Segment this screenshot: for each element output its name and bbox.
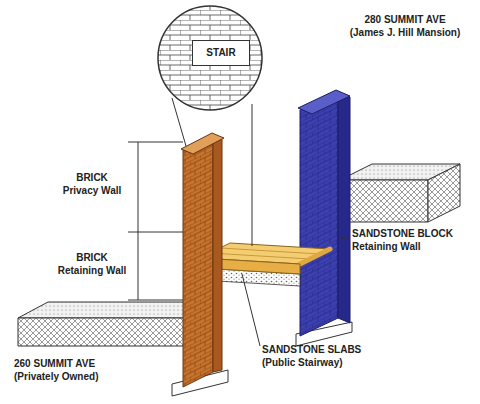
stair-curb: [300, 249, 330, 264]
part-label: Privacy Wall: [63, 185, 122, 197]
sandstone-wall-cap: [298, 90, 350, 114]
brick-wall-cap: [181, 133, 224, 154]
material-label: BRICK: [76, 172, 108, 184]
part-note: (Public Stairway): [262, 357, 343, 369]
brick-wall: [183, 135, 213, 387]
callout-box: STAIR: [192, 40, 250, 66]
material-label: BRICK: [76, 252, 108, 264]
leader-line: [242, 274, 260, 346]
ground-section: [428, 164, 460, 222]
stair-step-line: [210, 248, 320, 259]
material-label: SANDSTONE SLABS: [262, 344, 361, 356]
part-label: Retaining Wall: [58, 265, 127, 277]
inset-brick-pattern: [150, 0, 270, 120]
address-label: 280 SUMMIT AVE: [364, 14, 445, 26]
address-note: (James J. Hill Mansion): [350, 27, 461, 39]
ground-section: [340, 180, 428, 222]
ground-section: [18, 318, 190, 346]
address-note: (Privately Owned): [14, 371, 98, 383]
address-label: 260 SUMMIT AVE: [14, 358, 95, 370]
ground-top: [18, 302, 190, 318]
sandstone-wall-side: [338, 92, 350, 323]
sandstone-wall: [300, 92, 338, 336]
leader-line: [340, 238, 350, 239]
box-text: STAIR: [206, 47, 235, 59]
brick-wall-side: [213, 135, 222, 372]
inset-leader: [172, 98, 252, 246]
dimension-line: [128, 142, 183, 300]
part-label: Retaining Wall: [352, 241, 421, 253]
material-label: SANDSTONE BLOCK: [352, 228, 453, 240]
inset-circle: [158, 6, 262, 110]
